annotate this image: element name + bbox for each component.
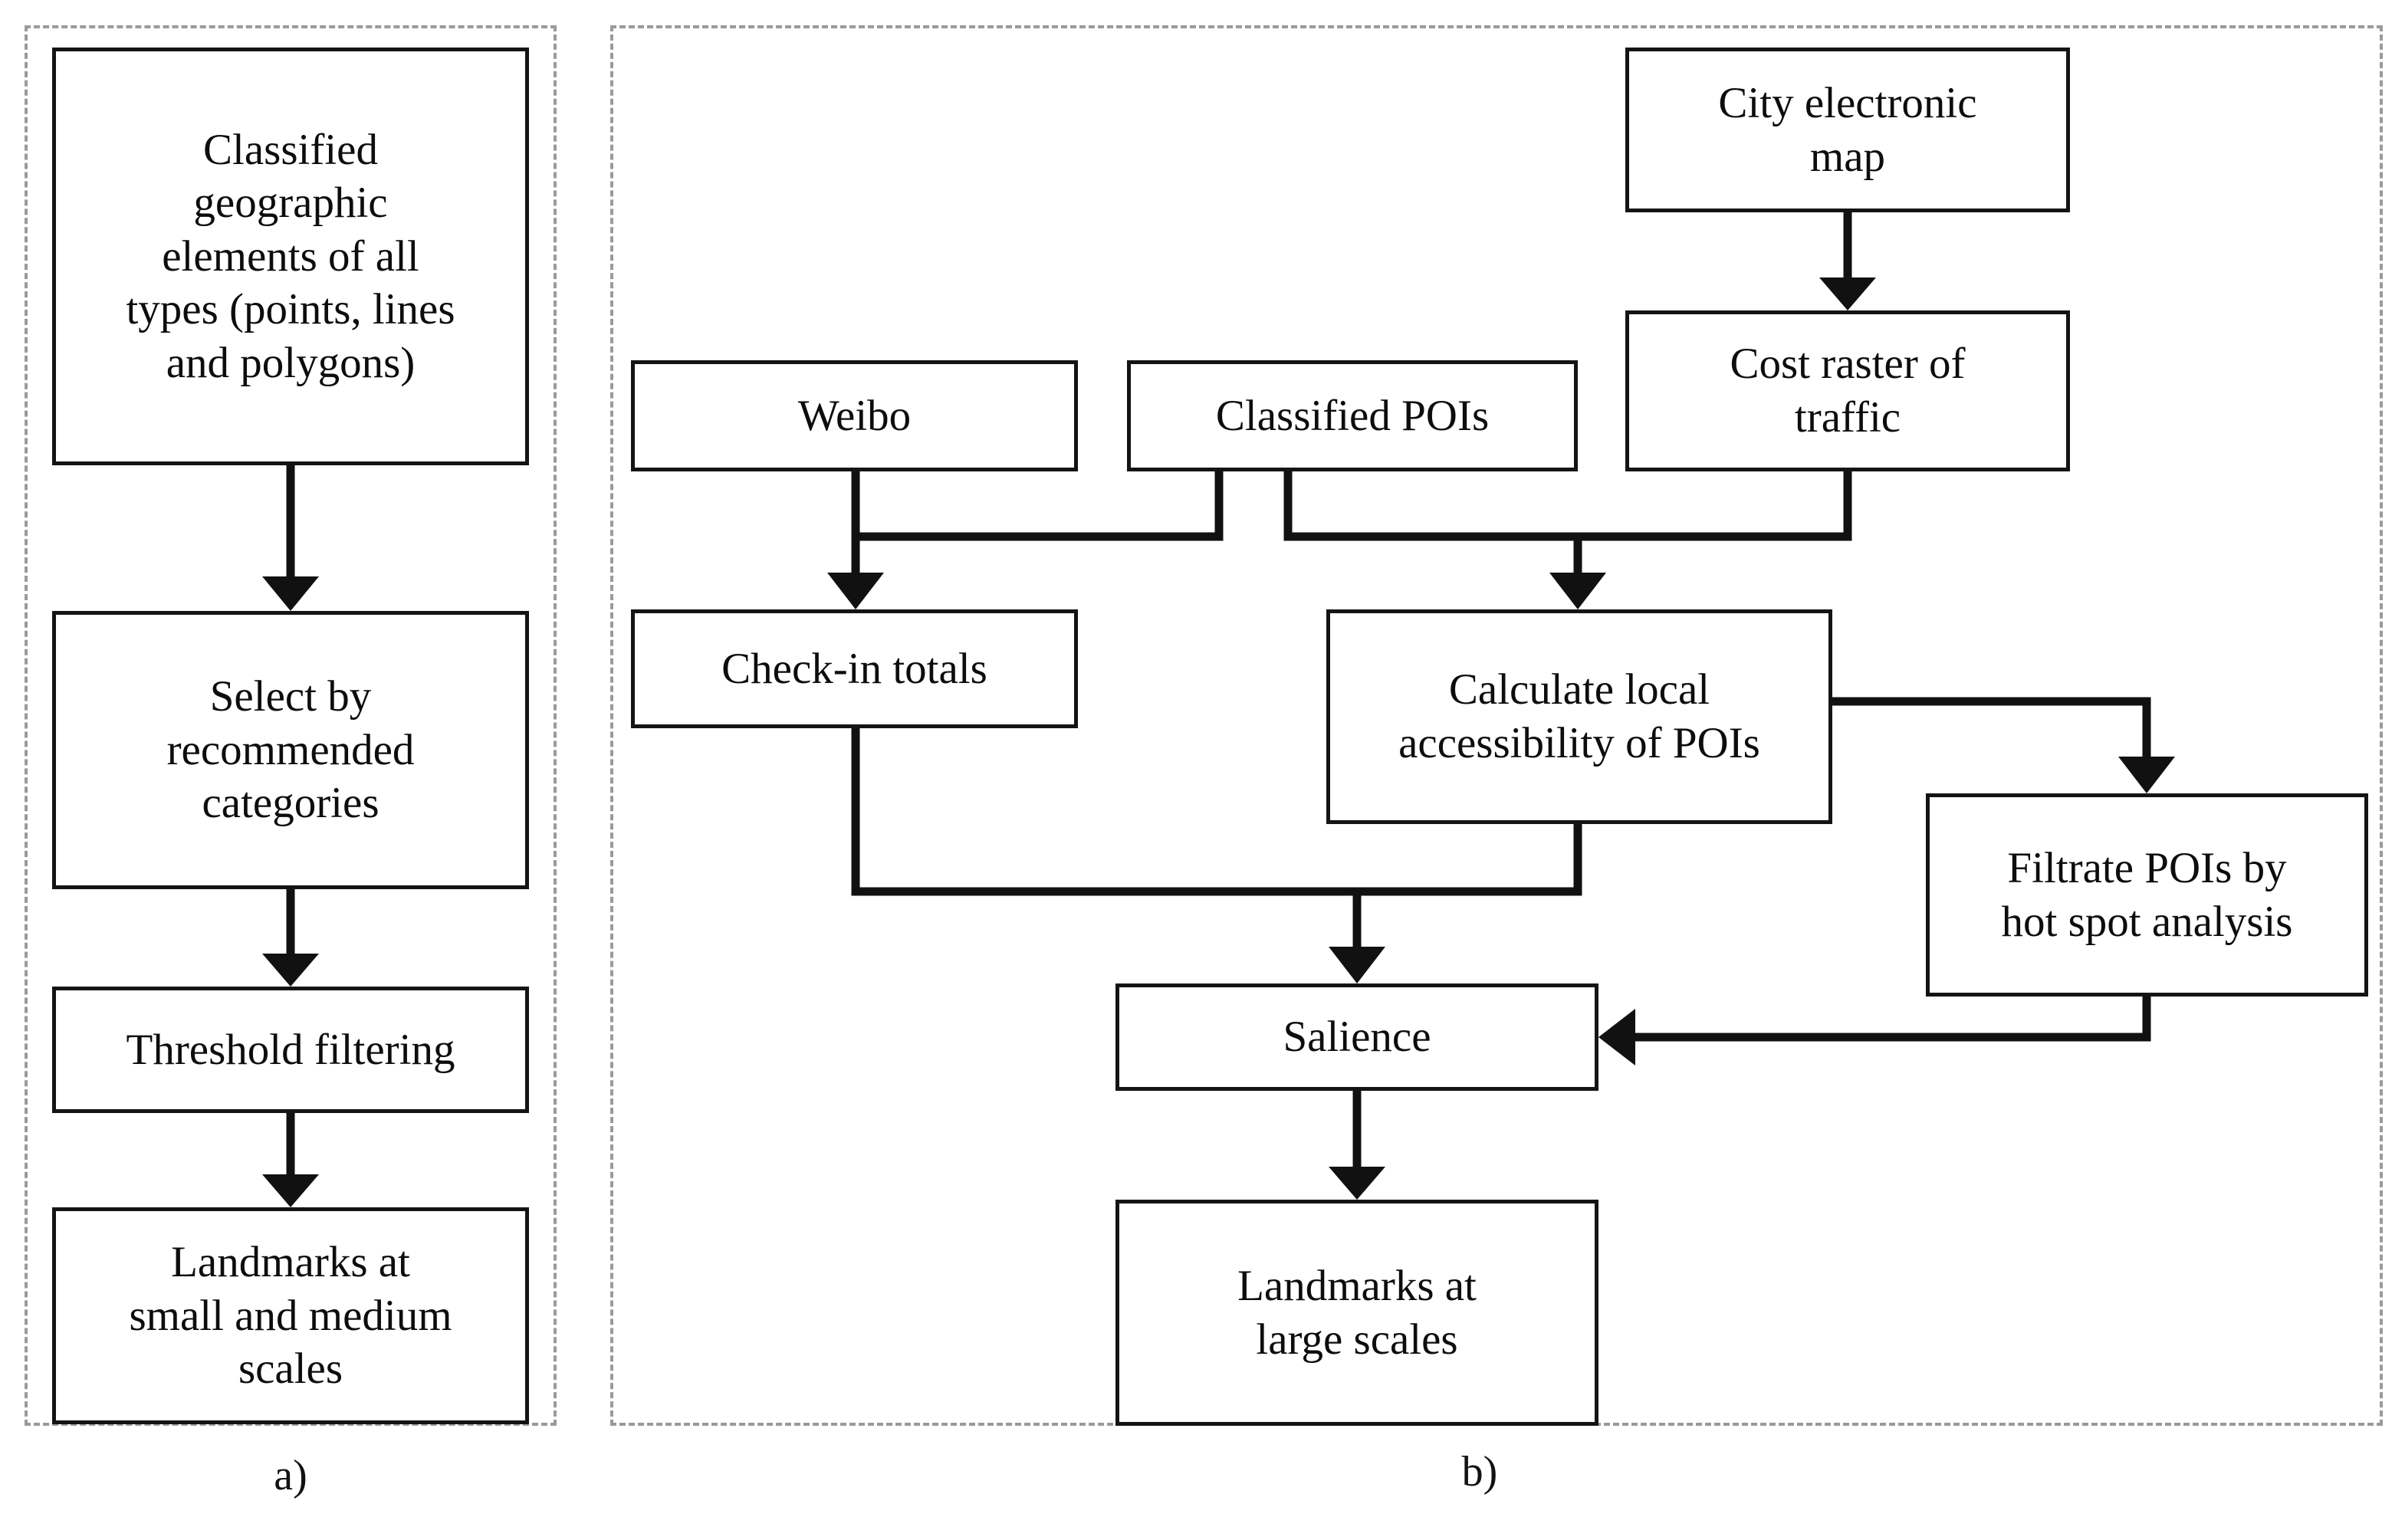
node-label: Filtrate POIs by hot spot analysis	[2001, 843, 2293, 946]
node-b-weibo[interactable]: Weibo	[631, 360, 1078, 471]
node-b-calculate-local-accessibility[interactable]: Calculate local accessibility of POIs	[1326, 609, 1832, 824]
node-label: Landmarks at small and medium scales	[129, 1238, 452, 1394]
node-label: Cost raster of traffic	[1730, 340, 1966, 442]
node-label: Classified POIs	[1215, 391, 1490, 440]
node-b-classified-pois[interactable]: Classified POIs	[1127, 360, 1578, 471]
node-label: Check-in totals	[721, 644, 987, 693]
node-label: City electronic map	[1718, 78, 1977, 181]
node-label: Threshold filtering	[126, 1025, 455, 1074]
node-label: Landmarks at large scales	[1237, 1261, 1477, 1364]
node-label: Classified geographic elements of all ty…	[126, 125, 455, 387]
node-a-classified-geographic-elements[interactable]: Classified geographic elements of all ty…	[52, 48, 529, 465]
node-label: Calculate local accessibility of POIs	[1398, 665, 1760, 767]
panel-a-caption: a)	[274, 1452, 307, 1499]
node-b-salience[interactable]: Salience	[1115, 983, 1598, 1091]
node-a-threshold-filtering[interactable]: Threshold filtering	[52, 987, 529, 1113]
node-a-landmarks-small-medium-scales[interactable]: Landmarks at small and medium scales	[52, 1207, 529, 1424]
panel-b-caption: b)	[1461, 1448, 1498, 1496]
node-b-cost-raster-of-traffic[interactable]: Cost raster of traffic	[1625, 310, 2070, 471]
node-label: Salience	[1283, 1013, 1431, 1062]
node-b-filtrate-pois-hot-spot[interactable]: Filtrate POIs by hot spot analysis	[1926, 793, 2368, 997]
panel-a-border	[25, 25, 557, 1426]
node-a-select-by-recommended-categories[interactable]: Select by recommended categories	[52, 611, 529, 889]
node-b-landmarks-large-scales[interactable]: Landmarks at large scales	[1115, 1200, 1598, 1426]
node-label: Select by recommended categories	[166, 672, 415, 828]
node-b-check-in-totals[interactable]: Check-in totals	[631, 609, 1078, 728]
node-label: Weibo	[797, 391, 912, 440]
node-b-city-electronic-map[interactable]: City electronic map	[1625, 48, 2070, 212]
